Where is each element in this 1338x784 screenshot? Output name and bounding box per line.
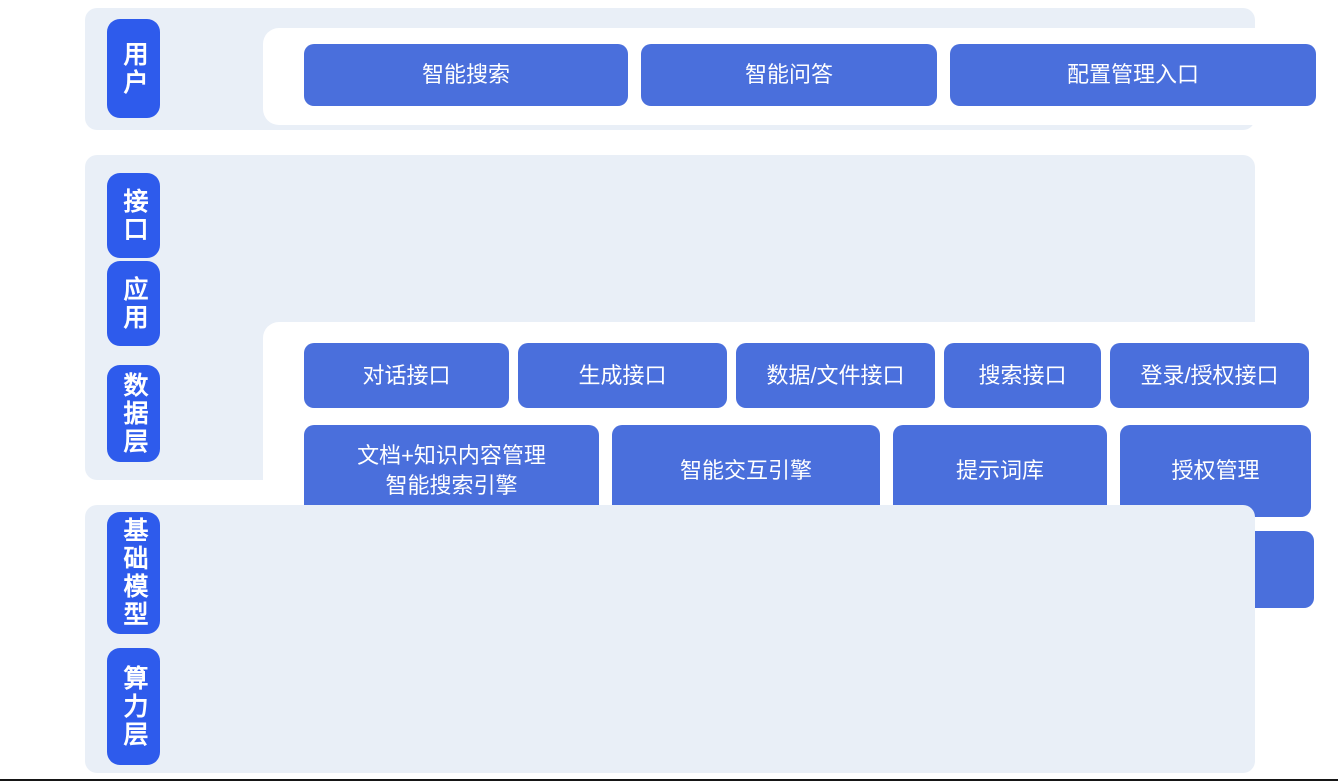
row-user-entries: 智能搜索 智能问答 配置管理入口	[304, 44, 1316, 106]
node-prompt-library: 提示词库	[893, 425, 1107, 517]
node-smart-search: 智能搜索	[304, 44, 628, 106]
bottom-border-line	[0, 779, 1338, 781]
node-auth-management: 授权管理	[1120, 425, 1311, 517]
layer-label-data: 数据层	[107, 365, 160, 462]
node-interaction-engine: 智能交互引擎	[612, 425, 880, 517]
node-search-api: 搜索接口	[944, 343, 1101, 408]
row-interfaces: 对话接口 生成接口 数据/文件接口 搜索接口 登录/授权接口	[304, 343, 1309, 408]
layer-label-foundation-model: 基础模型	[107, 512, 160, 634]
section-foundation-compute: 多模态（图文/OCR/音视频） 大模型（DeepSeek/Qwen/LLaMa）…	[85, 505, 1255, 773]
section-interface-application-data: 对话接口 生成接口 数据/文件接口 搜索接口 登录/授权接口 文档+知识内容管理…	[85, 155, 1338, 622]
node-dialog-api: 对话接口	[304, 343, 509, 408]
layer-label-application: 应用	[107, 261, 160, 346]
node-config-management-entry: 配置管理入口	[950, 44, 1316, 106]
panel-user-layer: 智能搜索 智能问答 配置管理入口	[263, 28, 1338, 125]
layer-label-compute: 算力层	[107, 648, 160, 765]
node-login-auth-api: 登录/授权接口	[1110, 343, 1309, 408]
node-generation-api: 生成接口	[518, 343, 727, 408]
layer-label-user: 用户	[107, 19, 160, 118]
row-applications: 文档+知识内容管理 智能搜索引擎 智能交互引擎 提示词库 授权管理	[304, 425, 1311, 517]
node-label-line: 文档+知识内容管理	[357, 443, 546, 469]
node-smart-qa: 智能问答	[641, 44, 937, 106]
node-label-line: 智能搜索引擎	[385, 473, 518, 498]
node-data-file-api: 数据/文件接口	[736, 343, 935, 408]
section-user-layer: 智能搜索 智能问答 配置管理入口	[85, 8, 1338, 130]
node-doc-knowledge-search-engine: 文档+知识内容管理 智能搜索引擎	[304, 425, 599, 517]
layer-label-interface: 接口	[107, 173, 160, 258]
